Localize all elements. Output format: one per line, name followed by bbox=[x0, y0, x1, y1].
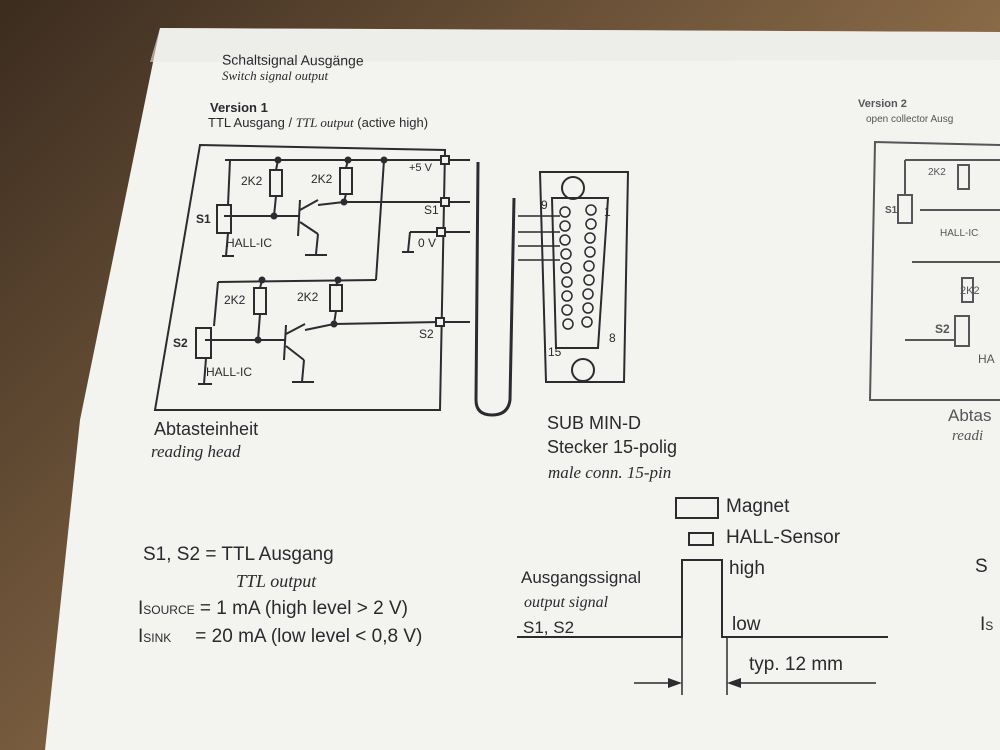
resistor-label-4: 2K2 bbox=[297, 290, 319, 304]
signal-label-en: output signal bbox=[524, 594, 609, 611]
sensor-s2 bbox=[195, 327, 212, 359]
reading-head-label-en: reading head bbox=[151, 442, 241, 461]
resistor-label-3: 2K2 bbox=[224, 293, 246, 307]
signal-high-label: high bbox=[729, 558, 765, 579]
signal-channels: S1, S2 bbox=[523, 618, 575, 637]
cutoff-i: IS bbox=[980, 614, 993, 636]
pin-label-5v: +5 V bbox=[409, 162, 432, 174]
v2-hall-label: HALL-IC bbox=[940, 228, 979, 239]
version2-subheading: open collector Ausg bbox=[866, 114, 954, 125]
hall-label-2: HALL-IC bbox=[206, 365, 253, 379]
resistor-label-2: 2K2 bbox=[311, 172, 333, 186]
version1-heading: Version 1 bbox=[210, 100, 268, 115]
legend-hall-box bbox=[688, 532, 714, 546]
page-subtitle: Switch signal output bbox=[222, 68, 329, 83]
pin-label-0v: 0 V bbox=[418, 236, 437, 250]
sensor-label-s2: S2 bbox=[173, 336, 188, 350]
sub-min-d-connector bbox=[538, 171, 630, 383]
connector-pin-1: 1 bbox=[604, 205, 611, 219]
version1-sub-en: TTL output bbox=[295, 115, 354, 130]
reading-head-box bbox=[153, 143, 447, 411]
page-title: Schaltsignal Ausgänge bbox=[221, 51, 364, 69]
spec-isource: ISOURCE = 1 mA (high level > 2 V) bbox=[138, 598, 408, 620]
connector-desc-de: Stecker 15-polig bbox=[547, 437, 678, 457]
connector-name: SUB MIN-D bbox=[547, 413, 641, 433]
version1-subheading: TTL Ausgang / TTL output (active high) bbox=[208, 115, 428, 131]
cutoff-s: S bbox=[975, 556, 988, 577]
spec-isink: ISINK = 20 mA (low level < 0,8 V) bbox=[138, 626, 422, 648]
v2-sensor-label-s2: S2 bbox=[935, 322, 950, 336]
version1-sub-suffix: (active high) bbox=[357, 115, 429, 130]
connector-pin-15: 15 bbox=[548, 345, 562, 359]
connector-pin-9: 9 bbox=[541, 198, 548, 212]
isink-prefix: I bbox=[138, 626, 144, 647]
pin-label-s2: S2 bbox=[419, 327, 434, 341]
cutoff-i-sub: S bbox=[985, 619, 994, 633]
v2-hall-label-2: HA bbox=[978, 352, 995, 366]
reading-head-label-de: Abtasteinheit bbox=[154, 419, 259, 439]
connector-desc-en: male conn. 15-pin bbox=[548, 463, 672, 482]
legend-magnet-box bbox=[675, 497, 719, 519]
spec-line-ttl-en: TTL output bbox=[236, 571, 317, 591]
resistor-label-1: 2K2 bbox=[241, 174, 263, 188]
v2-resistor-label-1: 2K2 bbox=[928, 167, 946, 178]
v2-caption-en: readi bbox=[952, 428, 984, 444]
isink-value: = 20 mA (low level < 0,8 V) bbox=[195, 626, 423, 647]
signal-low-label: low bbox=[732, 614, 761, 635]
signal-diagram bbox=[517, 497, 888, 695]
version1-sub-de: TTL Ausgang / bbox=[208, 115, 293, 130]
legend-magnet-label: Magnet bbox=[726, 496, 790, 517]
cutoff-i-prefix: I bbox=[980, 614, 986, 635]
v2-sensor-label-s1: S1 bbox=[885, 205, 898, 216]
signal-label-de: Ausgangssignal bbox=[521, 568, 642, 587]
isource-sub: SOURCE bbox=[143, 603, 195, 617]
version1-schematic bbox=[153, 143, 470, 411]
sensor-label-s1: S1 bbox=[196, 212, 211, 226]
connector-pin-8: 8 bbox=[609, 331, 616, 345]
isource-prefix: I bbox=[138, 598, 144, 619]
v2-caption-de: Abtas bbox=[948, 406, 992, 425]
isource-value: = 1 mA (high level > 2 V) bbox=[194, 598, 408, 619]
v2-resistor-label-2: 2K2 bbox=[960, 285, 980, 297]
sensor-s1 bbox=[216, 204, 232, 234]
version2-schematic bbox=[868, 140, 1000, 401]
spec-line-ttl: S1, S2 = TTL Ausgang bbox=[143, 544, 334, 565]
version2-heading: Version 2 bbox=[858, 98, 907, 110]
signal-width-label: typ. 12 mm bbox=[749, 654, 843, 675]
pin-label-s1: S1 bbox=[424, 203, 439, 217]
legend-hall-label: HALL-Sensor bbox=[726, 527, 841, 548]
hall-label-1: HALL-IC bbox=[226, 236, 273, 250]
isink-sub: SINK bbox=[143, 631, 172, 645]
